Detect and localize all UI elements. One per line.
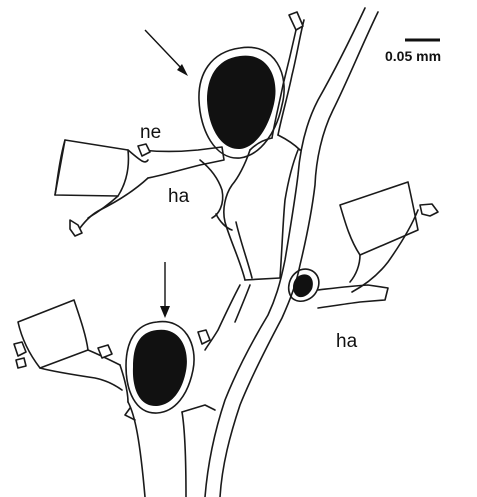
hydrotheca-upper-left	[55, 140, 232, 236]
hydrotheca-right	[318, 182, 438, 308]
upper-arrow	[145, 30, 188, 76]
lower-gonotheca	[126, 322, 194, 413]
small-gonotheca	[289, 269, 319, 301]
internode-upper	[224, 150, 298, 280]
upper-gonotheca	[199, 47, 284, 158]
scale-bar-label: 0.05 mm	[385, 48, 441, 64]
label-ha-right: ha	[336, 331, 358, 352]
label-ha-upper: ha	[168, 186, 190, 207]
lower-arrow	[160, 262, 170, 318]
scale-bar: 0.05 mm	[385, 40, 441, 64]
hydrotheca-lower-left	[14, 300, 128, 402]
internode-lower	[198, 285, 250, 350]
stem-base	[125, 402, 215, 497]
label-ne: ne	[140, 122, 161, 143]
